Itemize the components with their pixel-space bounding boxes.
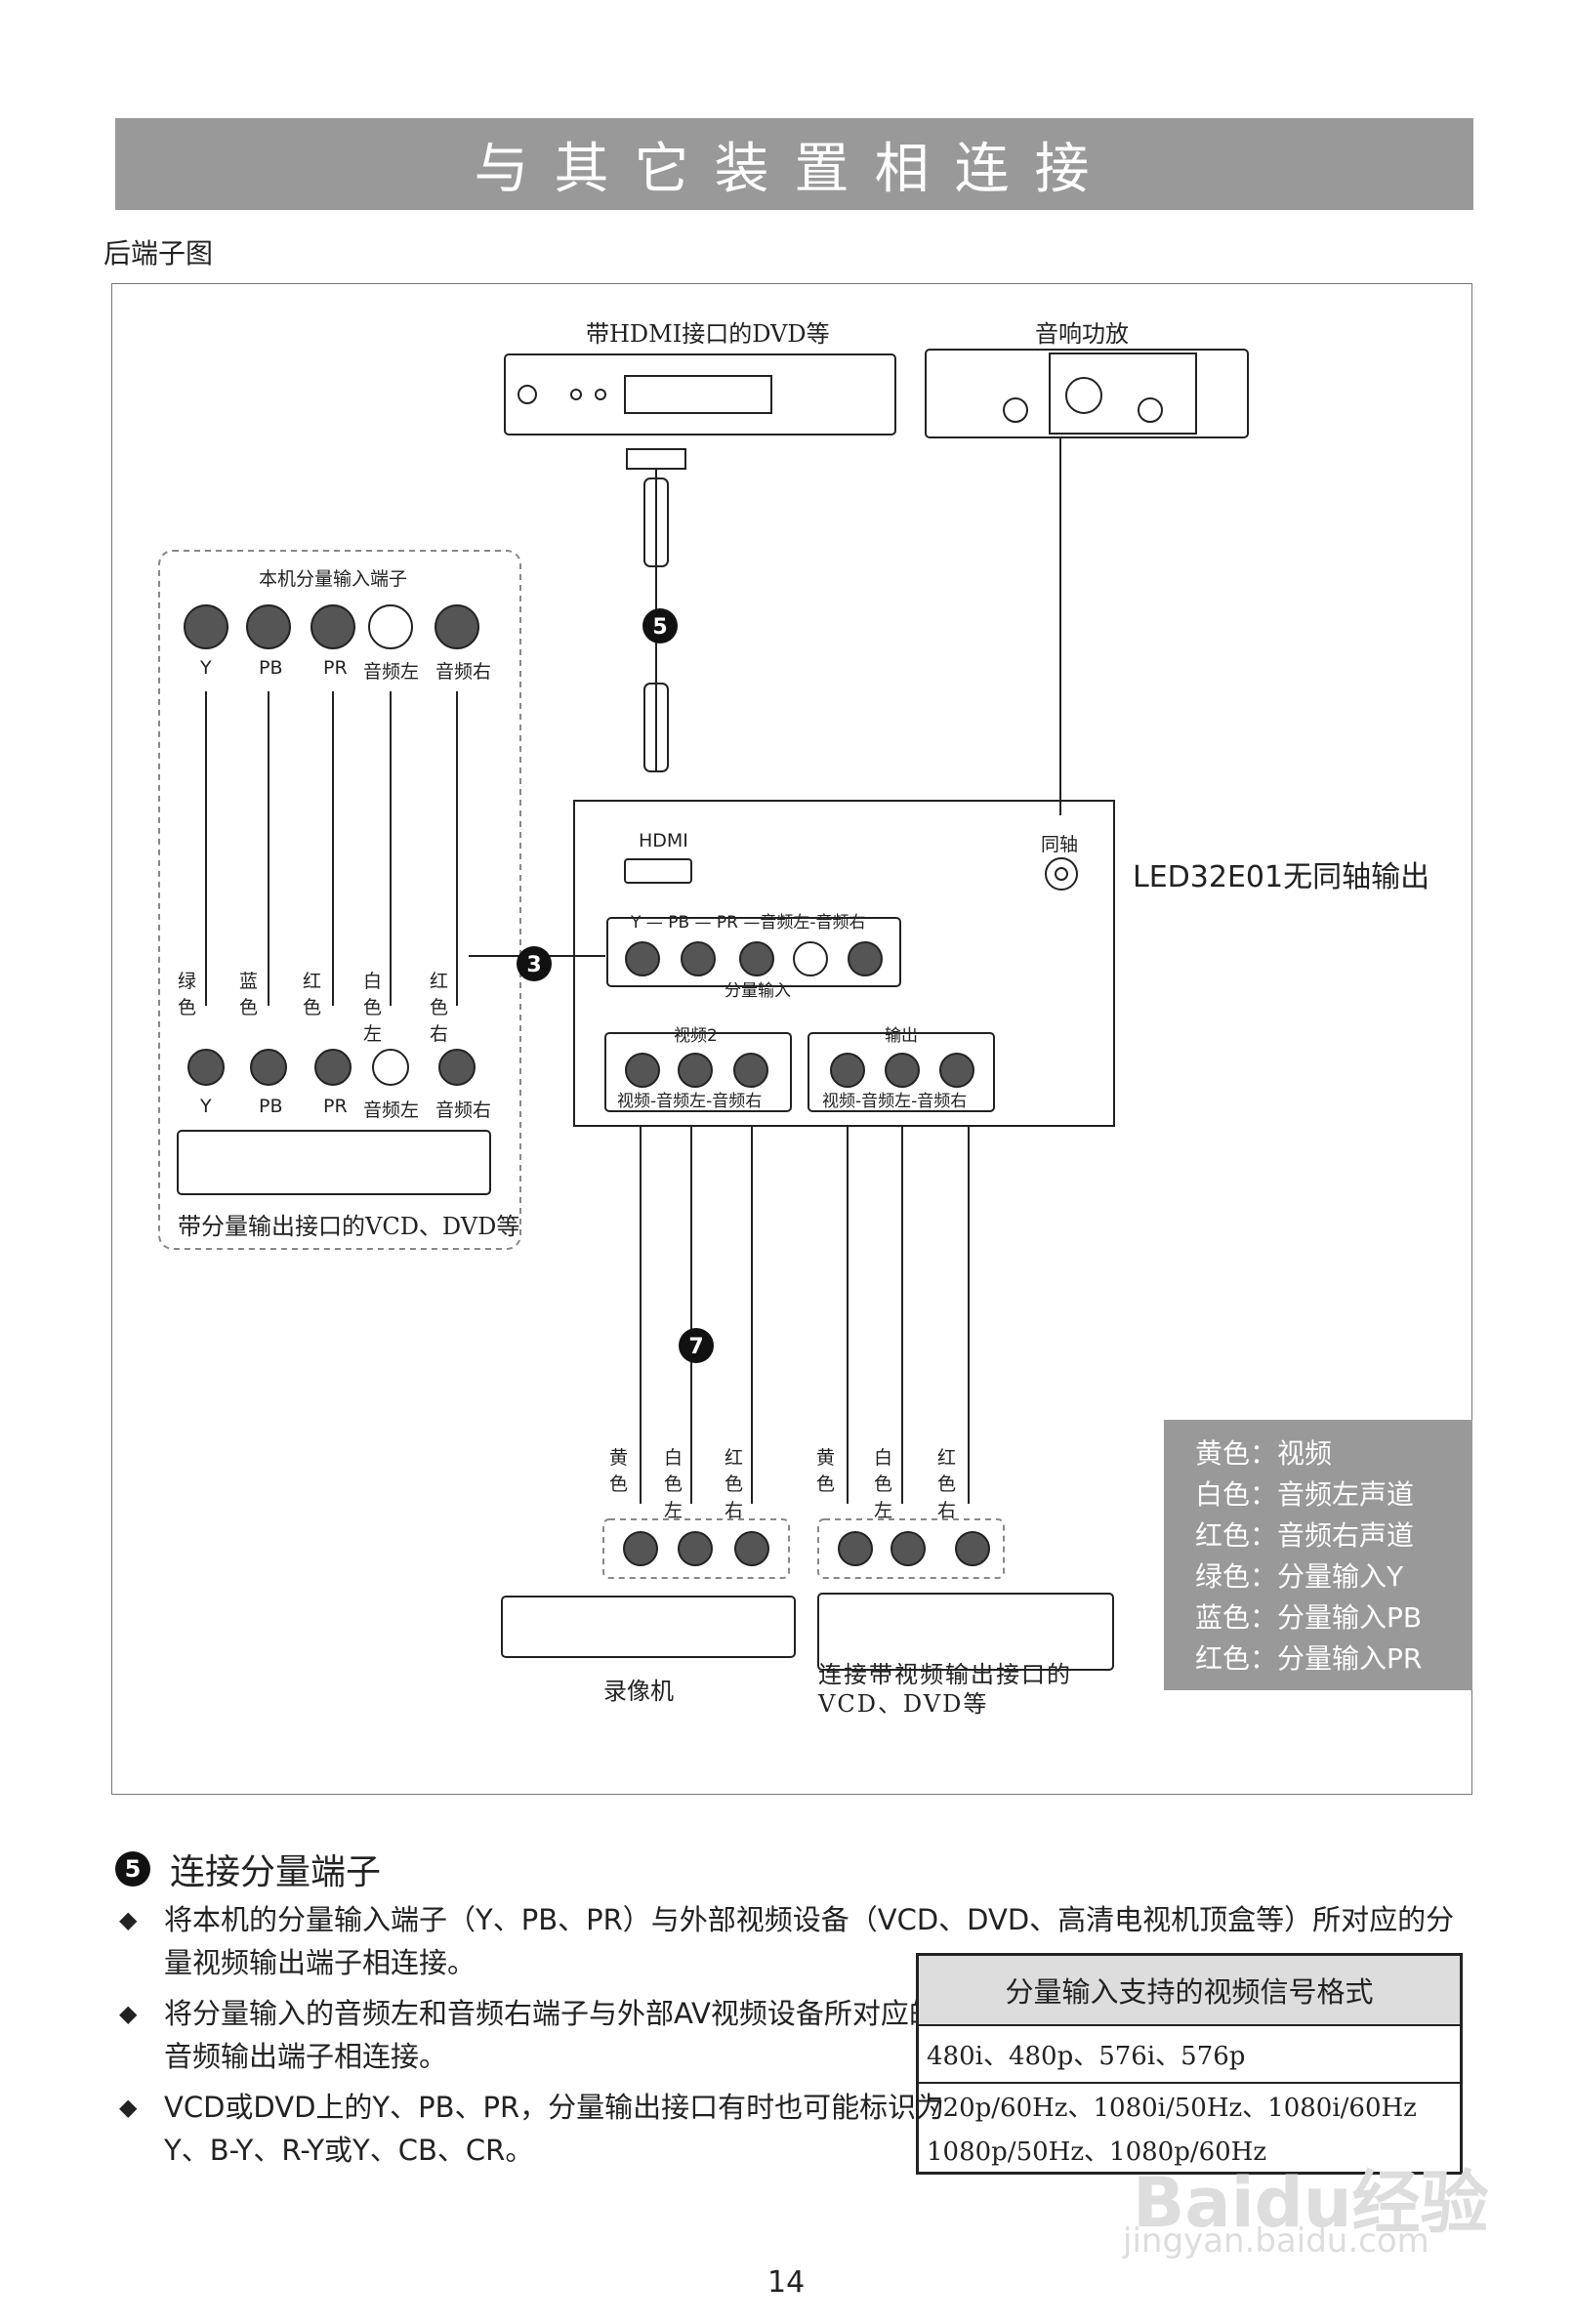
legend-yellow: 黄色：视频	[1195, 1437, 1333, 1470]
watermark-url: jingyan.baidu.com	[1123, 2221, 1429, 2261]
cable-color-green: 绿色	[178, 971, 197, 1018]
comp-bottom-audio-right: 音频右	[435, 1100, 492, 1121]
bullet-list: ◆将本机的分量输入端子（Y、PB、PR）与外部视频设备（VCD、DVD、高清电视…	[119, 1898, 1467, 2179]
output-title: 输出	[885, 1026, 918, 1046]
format-row-1: 480i、480p、576i、576p	[919, 2026, 1460, 2084]
comp-row-labels: Y — PB — PR —音频左-音频右	[631, 913, 866, 933]
cable-color-white-left: 白色左	[363, 971, 383, 1045]
format-table: 分量输入支持的视频信号格式 480i、480p、576i、576p 720p/6…	[916, 1953, 1463, 2175]
amp-label: 音响功放	[1035, 320, 1129, 348]
comp-bottom-audio-left: 音频左	[363, 1100, 420, 1121]
coax-port-label: 同轴	[1041, 834, 1079, 855]
legend-red-pr: 红色：分量输入PR	[1195, 1642, 1423, 1675]
bottom-cable-yellow-2: 黄色	[816, 1447, 836, 1495]
format-table-title: 分量输入支持的视频信号格式	[919, 1956, 1460, 2026]
comp-top-audio-right: 音频右	[435, 661, 492, 683]
format-row-3: 1080p/50Hz、1080p/60Hz	[927, 2137, 1267, 2167]
format-row-2: 720p/60Hz、1080i/50Hz、1080i/60Hz	[927, 2094, 1417, 2123]
hdmi-port-label: HDMI	[639, 830, 688, 851]
bottom-cable-red-2: 红色右	[937, 1447, 957, 1521]
output-ports: 视频-音频左-音频右	[822, 1092, 968, 1111]
diagram-frame	[111, 283, 1472, 1795]
comp-bottom-y: Y	[200, 1096, 212, 1117]
comp-bottom-pb: PB	[259, 1096, 283, 1117]
color-legend: 黄色：视频 白色：音频左声道 红色：音频右声道 绿色：分量输入Y 蓝色：分量输入…	[1164, 1420, 1472, 1690]
amplifier-device	[925, 349, 1249, 438]
legend-green: 绿色：分量输入Y	[1195, 1560, 1404, 1593]
dvd-hdmi-label: 带HDMI接口的DVD等	[586, 320, 830, 348]
comp-top-pr: PR	[323, 657, 348, 679]
watermark-logo: Baidu经验	[1133, 2163, 1489, 2243]
bottom-cable-white-1: 白色左	[664, 1447, 683, 1521]
vcd-av-label: 连接带视频输出接口的VCD、DVD等	[818, 1661, 1072, 1718]
legend-blue: 蓝色：分量输入PB	[1195, 1601, 1423, 1634]
component-panel-title: 本机分量输入端子	[259, 568, 408, 590]
section-title: 连接分量端子	[170, 1852, 382, 1892]
diamond-icon: ◆	[119, 1906, 138, 1933]
bullet-item: ◆将本机的分量输入端子（Y、PB、PR）与外部视频设备（VCD、DVD、高清电视…	[119, 1898, 1467, 1984]
legend-red: 红色：音频右声道	[1195, 1519, 1415, 1552]
badge-3: 3	[526, 953, 541, 977]
video2-ports: 视频-音频左-音频右	[617, 1092, 763, 1111]
comp-bottom-pr: PR	[323, 1096, 348, 1117]
subtitle: 后端子图	[104, 237, 214, 270]
model-note: LED32E01无同轴输出	[1133, 860, 1430, 894]
vcr-label: 录像机	[603, 1678, 674, 1705]
page-number: 14	[767, 2265, 806, 2300]
cable-color-red-right: 红色右	[430, 971, 449, 1045]
bullet-item: ◆VCD或DVD上的Y、PB、PR，分量输出接口有时也可能标识为Y、B-Y、R-…	[119, 2086, 945, 2172]
badge-7: 7	[688, 1335, 703, 1359]
tv-rear-panel	[573, 800, 1115, 1127]
cable-color-blue: 蓝色	[239, 971, 259, 1018]
bottom-cable-white-2: 白色左	[874, 1447, 893, 1521]
section-badge: 5	[115, 1851, 150, 1887]
legend-white: 白色：音频左声道	[1195, 1478, 1415, 1511]
video2-title: 视频2	[674, 1026, 718, 1046]
cable-color-red: 红色	[303, 971, 322, 1018]
page-title: 与其它装置相连接	[115, 118, 1473, 210]
badge-5: 5	[652, 615, 667, 640]
bottom-cable-yellow-1: 黄色	[609, 1447, 629, 1495]
comp-input-label: 分量输入	[725, 981, 791, 1001]
bullet-item: ◆将分量输入的音频左和音频右端子与外部AV视频设备所对应的音频输出端子相连接。	[119, 1992, 945, 2078]
bottom-cable-red-1: 红色右	[725, 1447, 744, 1521]
diamond-icon: ◆	[119, 2094, 138, 2121]
comp-top-audio-left: 音频左	[363, 661, 420, 683]
diamond-icon: ◆	[119, 2000, 138, 2027]
dvd-hdmi-device	[504, 353, 896, 436]
component-source-label: 带分量输出接口的VCD、DVD等	[178, 1213, 520, 1240]
comp-top-pb: PB	[259, 657, 283, 679]
comp-top-y: Y	[200, 657, 212, 679]
section-heading: 5 连接分量端子	[115, 1844, 381, 1894]
